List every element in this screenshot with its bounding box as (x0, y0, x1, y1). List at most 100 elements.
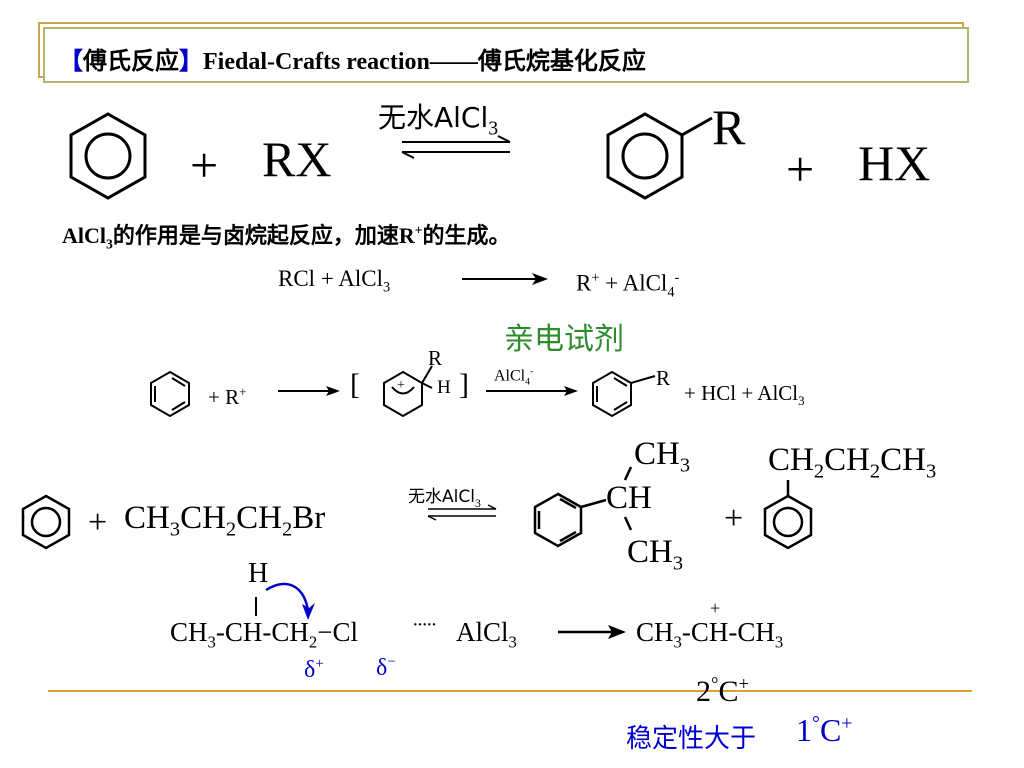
main-catalyst-sub: 3 (488, 117, 499, 140)
prim-c: C (819, 712, 842, 748)
note-text1: 的作用是与卤烷起反应，加速 (112, 224, 399, 249)
eq2-arrow-label: AlCl4- (494, 366, 533, 388)
slide-title: 【傅氏反应】Fiedal-Crafts reaction——傅氏烷基化反应 (59, 41, 646, 76)
note-alcl-sub: 3 (106, 236, 113, 252)
benzene-product-1 (606, 112, 684, 200)
benzene-cumene (533, 492, 583, 548)
eq3-p2: CH (824, 442, 870, 478)
sigma-r-label: R (428, 346, 443, 370)
cumene-ch3-top-sub: 3 (679, 454, 691, 477)
prim-num: 1 (796, 712, 812, 748)
delta-plus: δ+ (304, 656, 324, 684)
benzene-ring-circle-2 (621, 132, 669, 180)
eq4-product: CH3-CH-CH3 (636, 617, 783, 652)
eq3-r5: 2 (281, 518, 293, 541)
main-plus-1: + (190, 137, 219, 193)
eq1-right: R+ + AlCl4- (576, 270, 679, 301)
eq2-tail: + HCl + AlCl3 (684, 381, 805, 409)
equilibrium-arrow-1 (401, 135, 511, 159)
eq4-alcl-text: AlCl (456, 617, 509, 647)
primary-carbocation: 1°C+ (796, 712, 852, 749)
benzene-reactant-1 (69, 112, 147, 200)
eq4-c0: CH (170, 617, 208, 647)
eq4-alcl3: AlCl3 (456, 617, 517, 652)
eq2-plus-r-text: + R (208, 385, 240, 409)
benzene-ring-circle-1 (84, 132, 132, 180)
eq3-r0: CH (124, 500, 170, 536)
cumene-ch3-bottom: CH3 (627, 534, 683, 576)
secondary-carbocation: 2°C+ (696, 674, 749, 709)
sec-c: C (718, 675, 739, 708)
eq2-arrow-label-text: AlCl (494, 367, 526, 385)
eq2-product-r: R (656, 366, 671, 390)
eq2-bracket-left: [ (350, 368, 360, 401)
eq3-r1: 3 (169, 518, 181, 541)
prim-sup: + (841, 712, 853, 735)
prim-deg: ° (812, 712, 820, 735)
eq4-p2: -CH-CH (681, 617, 775, 647)
eq3-p3: 2 (869, 460, 881, 483)
eq3-r6: Br (292, 500, 326, 536)
eq4-c4: −Cl (317, 617, 359, 647)
main-byproduct: HX (858, 135, 931, 191)
eq3-p1: 2 (813, 460, 825, 483)
title-bracket-open: 【 (59, 47, 83, 75)
arrow-eq1 (462, 273, 548, 285)
eq4-p3: 3 (774, 632, 784, 652)
eq4-p0: CH (636, 617, 674, 647)
eq3-catalyst-sub: 3 (474, 496, 481, 510)
main-plus-2: + (786, 141, 815, 197)
eq2-arrow-label-sub: 4 (525, 376, 531, 388)
delta-minus-text: δ (376, 655, 388, 681)
title-name-en: Fiedal-Crafts reaction——傅氏烷基化反应 (203, 49, 646, 75)
benzene-eq2-reactant (150, 370, 190, 418)
eq2-arrow-label-sup: - (530, 366, 534, 377)
title-bracket-close: 】 (179, 47, 203, 75)
main-reagent: RX (262, 131, 332, 187)
note-r-sup: + (414, 222, 423, 238)
eq2-bracket-right: ] (459, 368, 469, 401)
note-text2: 的生成。 (422, 224, 511, 249)
alcl3-note: AlCl3的作用是与卤烷起反应，加速R+的生成。 (62, 218, 511, 252)
eq1-right-sup: - (674, 270, 680, 286)
bond-ring-r (681, 116, 713, 137)
eq3-catalyst: 无水AlCl3 (408, 482, 481, 511)
eq3-plus-1: + (88, 504, 108, 541)
main-catalyst-text: 无水AlCl (378, 101, 489, 134)
eq3-p4: CH (880, 442, 926, 478)
sec-num: 2 (696, 675, 711, 708)
eq3-reagent: CH3CH2CH2Br (124, 500, 325, 542)
main-catalyst: 无水AlCl3 (378, 96, 498, 140)
eq2-plus-r: + R+ (208, 384, 246, 410)
note-alcl: AlCl (62, 223, 106, 248)
eq3-r3: 2 (225, 518, 237, 541)
sigma-charge: + (397, 378, 405, 393)
eq4-c2: -CH-CH (215, 617, 309, 647)
eq4-p1: 3 (673, 632, 682, 652)
benzene-eq2-product (592, 370, 632, 418)
eq1-r: R (576, 270, 592, 296)
delta-plus-text: δ (304, 657, 316, 683)
eq4-h: H (248, 558, 269, 589)
sec-sup: + (738, 674, 749, 695)
eq1-left-sub: 3 (383, 279, 391, 296)
eq3-p5: 3 (925, 460, 937, 483)
delta-minus-sup: − (387, 654, 396, 670)
eq4-dots: ····· (412, 614, 437, 636)
eq4-alcl-sub: 3 (508, 632, 517, 652)
eq1-left-text: RCl + AlCl (278, 266, 384, 291)
benzene-propylbenzene (763, 494, 813, 550)
arrow-eq4 (558, 625, 626, 639)
eq3-r4: CH (236, 500, 282, 536)
eq1-right-sub: 4 (667, 284, 675, 301)
delta-plus-sup: + (315, 656, 324, 672)
eq2-tail-text: + HCl + AlCl (684, 381, 799, 405)
eq1-right-text: + AlCl (599, 270, 668, 296)
equilibrium-arrow-3 (427, 504, 497, 521)
cumene-ch3-bot-text: CH (627, 534, 673, 570)
stability-text: 稳定性大于 (626, 724, 757, 754)
curved-arrow-icon (265, 582, 310, 613)
title-box: 【傅氏反应】Fiedal-Crafts reaction——傅氏烷基化反应 (43, 27, 969, 83)
eq3-r2: CH (180, 500, 226, 536)
